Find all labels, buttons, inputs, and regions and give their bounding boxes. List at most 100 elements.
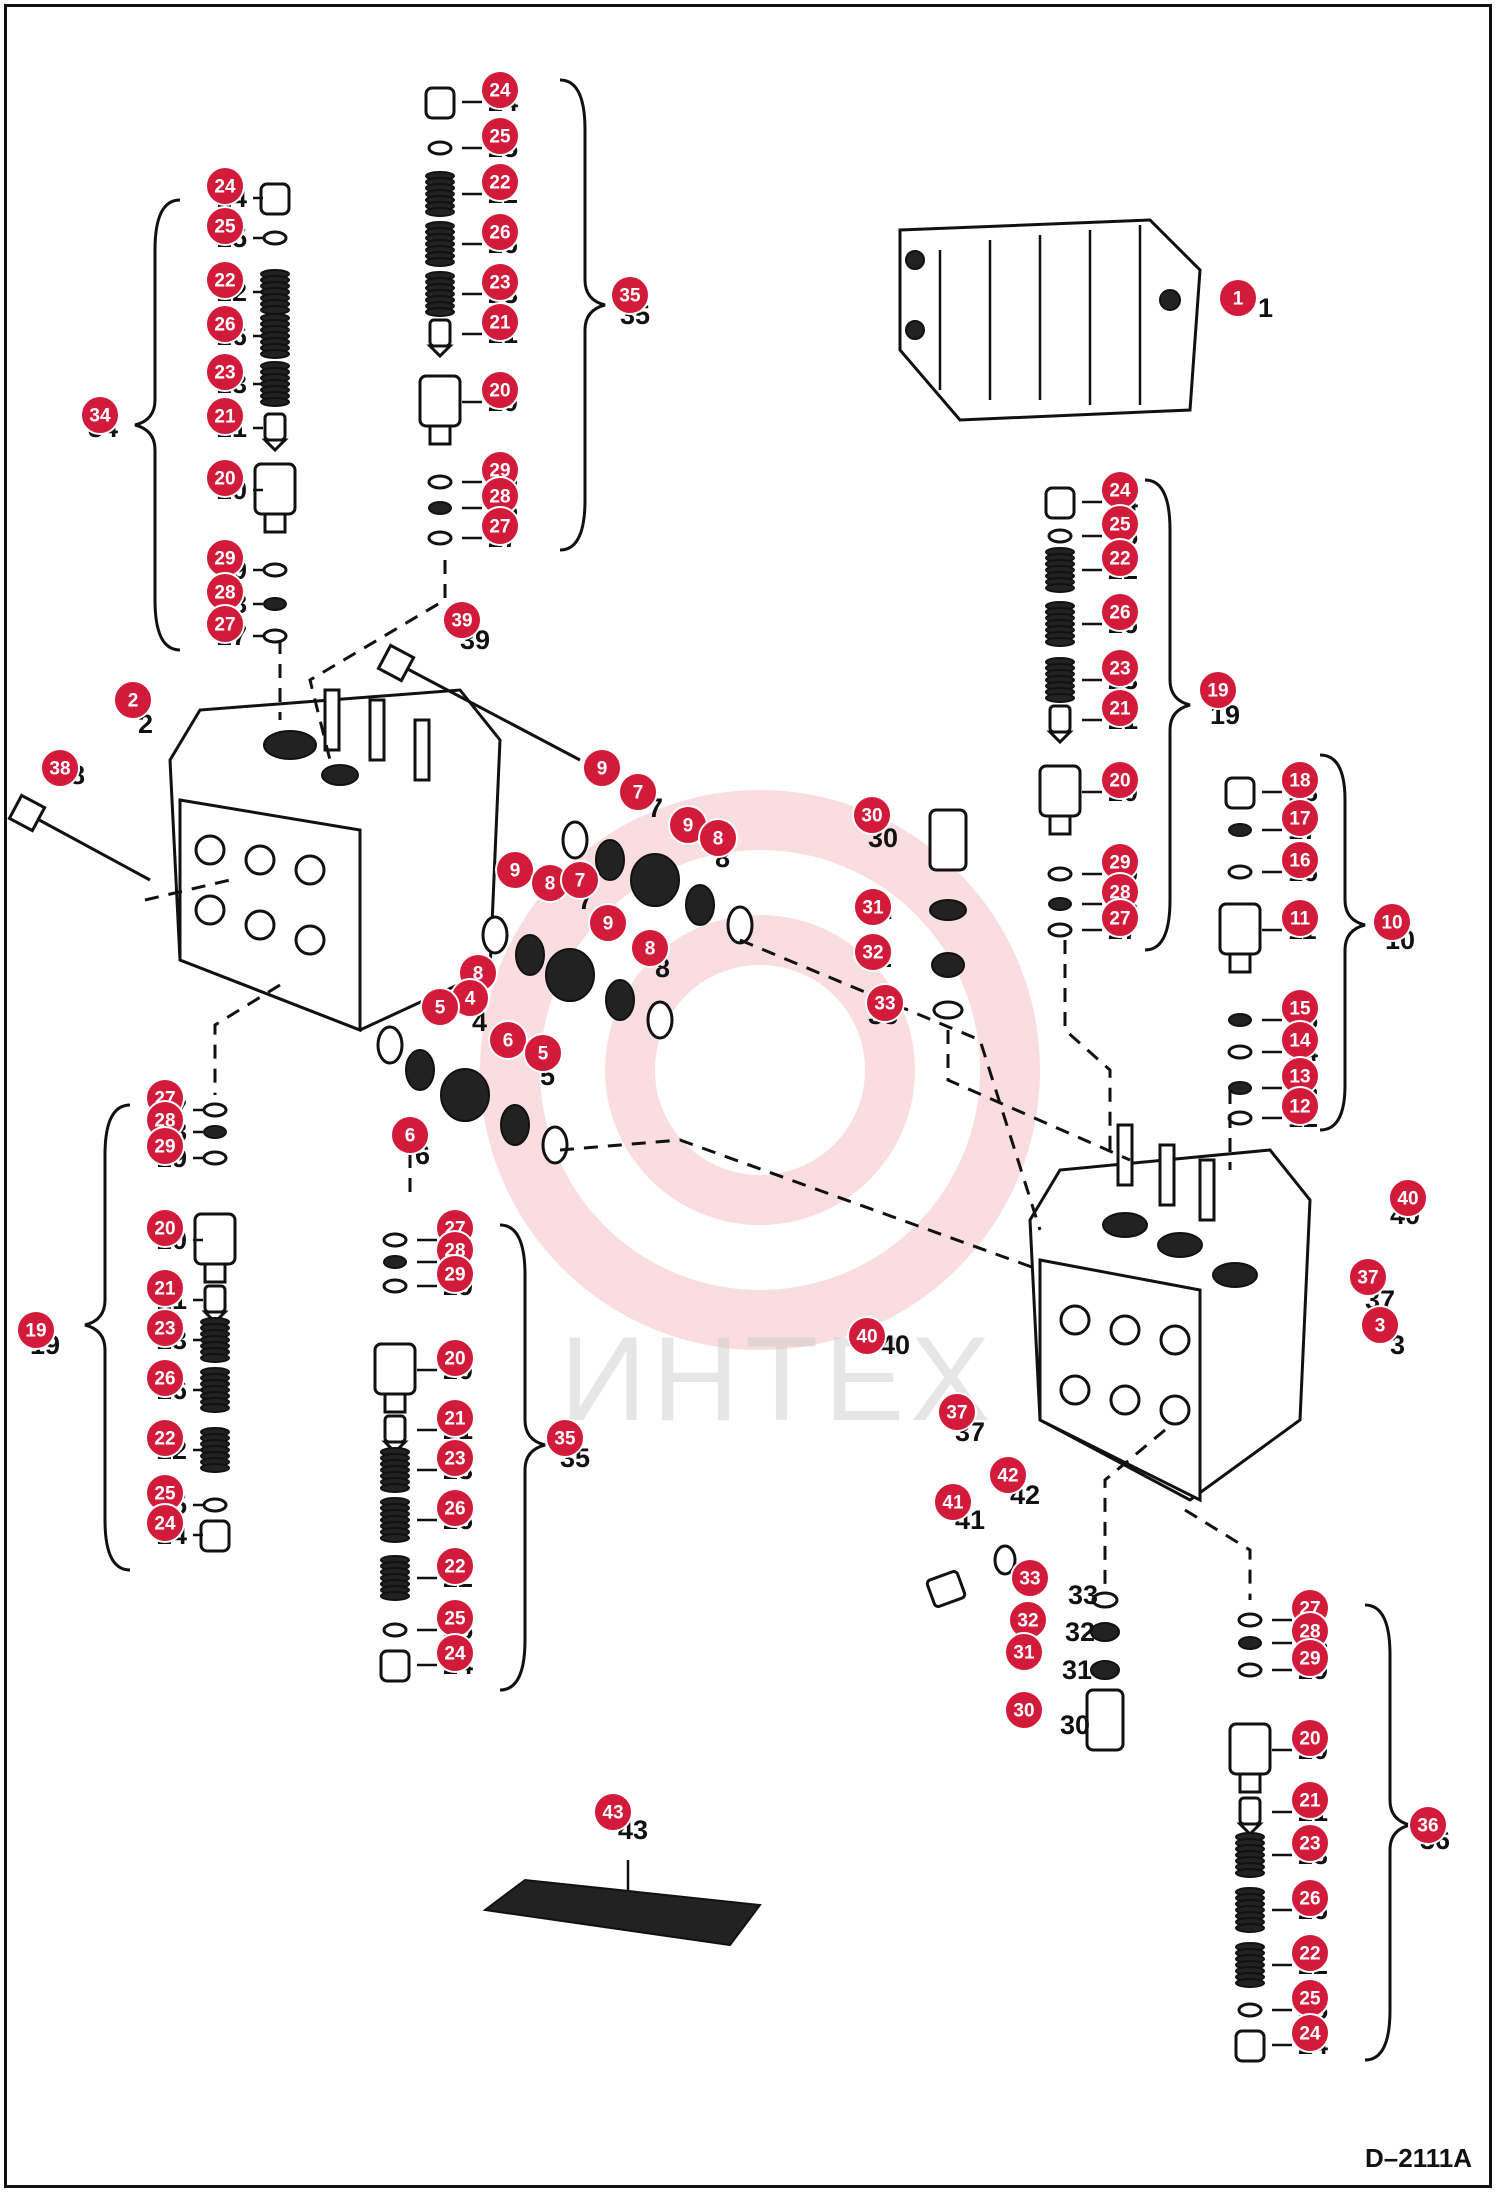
callout-17[interactable]: 17 [1280,798,1320,838]
callout-29[interactable]: 29 [435,1254,475,1294]
callout-36[interactable]: 36 [1408,1805,1448,1845]
svg-text:31: 31 [862,898,884,919]
callout-42[interactable]: 42 [988,1455,1028,1495]
callout-20[interactable]: 20 [435,1338,475,1378]
callout-33[interactable]: 33 [865,983,905,1023]
callout-33[interactable]: 33 [1010,1558,1050,1598]
callout-26[interactable]: 26 [145,1358,185,1398]
callout-37[interactable]: 37 [937,1392,977,1432]
callout-27[interactable]: 27 [1100,898,1140,938]
callout-20[interactable]: 20 [205,458,245,498]
callout-26[interactable]: 26 [1290,1878,1330,1918]
callout-20[interactable]: 20 [480,370,520,410]
callout-30[interactable]: 30 [1004,1690,1044,1730]
callout-10[interactable]: 10 [1372,902,1412,942]
callout-25[interactable]: 25 [435,1598,475,1638]
callout-19[interactable]: 19 [16,1310,56,1350]
callout-23[interactable]: 23 [435,1438,475,1478]
callout-34[interactable]: 34 [80,395,120,435]
callout-21[interactable]: 21 [480,302,520,342]
callout-39[interactable]: 39 [442,600,482,640]
callout-25[interactable]: 25 [205,206,245,246]
callout-21[interactable]: 21 [205,396,245,436]
callout-23[interactable]: 23 [1290,1823,1330,1863]
callout-22[interactable]: 22 [1100,538,1140,578]
callout-8[interactable]: 8 [630,928,670,968]
callout-26[interactable]: 26 [1100,592,1140,632]
callout-23[interactable]: 23 [1100,648,1140,688]
callout-31[interactable]: 31 [1004,1632,1044,1672]
callout-24[interactable]: 24 [480,70,520,110]
callout-26[interactable]: 26 [435,1488,475,1528]
callout-22[interactable]: 22 [480,162,520,202]
callout-5[interactable]: 5 [523,1033,563,1073]
callout-18[interactable]: 18 [1280,760,1320,800]
callout-22[interactable]: 22 [1290,1933,1330,1973]
callout-40[interactable]: 40 [1388,1178,1428,1218]
callout-22[interactable]: 22 [435,1546,475,1586]
callout-13[interactable]: 13 [1280,1056,1320,1096]
callout-3[interactable]: 3 [1360,1305,1400,1345]
callout-32[interactable]: 32 [853,932,893,972]
callout-22[interactable]: 22 [145,1418,185,1458]
callout-7[interactable]: 7 [618,772,658,812]
callout-24[interactable]: 24 [1100,470,1140,510]
callout-6[interactable]: 6 [390,1115,430,1155]
callout-24[interactable]: 24 [1290,2013,1330,2053]
callout-23[interactable]: 23 [205,352,245,392]
callout-8[interactable]: 8 [698,818,738,858]
callout-25[interactable]: 25 [145,1473,185,1513]
callout-14[interactable]: 14 [1280,1020,1320,1060]
callout-25[interactable]: 25 [1290,1978,1330,2018]
callout-25[interactable]: 25 [480,116,520,156]
callout-21[interactable]: 21 [145,1268,185,1308]
callout-1[interactable]: 1 [1218,278,1258,318]
svg-text:21: 21 [444,1409,466,1430]
callout-35[interactable]: 35 [545,1418,585,1458]
callout-20[interactable]: 20 [145,1208,185,1248]
svg-text:5: 5 [538,1044,549,1065]
callout-5[interactable]: 5 [420,987,460,1027]
callout-11[interactable]: 11 [1280,898,1320,938]
callout-19[interactable]: 19 [1198,670,1238,710]
callout-20[interactable]: 20 [1290,1718,1330,1758]
callout-21[interactable]: 21 [435,1398,475,1438]
svg-text:37: 37 [946,1403,967,1424]
callout-31[interactable]: 31 [853,887,893,927]
callout-27[interactable]: 27 [205,604,245,644]
callout-21[interactable]: 21 [1290,1780,1330,1820]
callout-20[interactable]: 20 [1100,760,1140,800]
callout-37[interactable]: 37 [1348,1257,1388,1297]
callout-24[interactable]: 24 [145,1503,185,1543]
callout-16[interactable]: 16 [1280,840,1320,880]
svg-text:29: 29 [154,1137,175,1158]
callout-29[interactable]: 29 [1290,1638,1330,1678]
callout-38[interactable]: 38 [40,748,80,788]
callout-26[interactable]: 26 [480,212,520,252]
callout-7[interactable]: 7 [560,860,600,900]
callout-6[interactable]: 6 [488,1020,528,1060]
callout-9[interactable]: 9 [495,850,535,890]
callout-29[interactable]: 29 [145,1126,185,1166]
callout-23[interactable]: 23 [145,1308,185,1348]
callout-41[interactable]: 41 [933,1482,973,1522]
callout-24[interactable]: 24 [205,166,245,206]
callout-9[interactable]: 9 [588,903,628,943]
callout-27[interactable]: 27 [480,506,520,546]
svg-text:10: 10 [1381,913,1402,934]
callout-40[interactable]: 40 [847,1316,887,1356]
callout-30[interactable]: 30 [852,795,892,835]
callout-24[interactable]: 24 [435,1633,475,1673]
callout-43[interactable]: 43 [593,1792,633,1832]
callout-25[interactable]: 25 [1100,504,1140,544]
svg-text:24: 24 [444,1644,466,1665]
callout-22[interactable]: 22 [205,260,245,300]
callout-29[interactable]: 29 [205,538,245,578]
callout-12[interactable]: 12 [1280,1086,1320,1126]
callout-9[interactable]: 9 [582,748,622,788]
callout-23[interactable]: 23 [480,262,520,302]
callout-21[interactable]: 21 [1100,688,1140,728]
callout-2[interactable]: 2 [113,680,153,720]
callout-26[interactable]: 26 [205,304,245,344]
callout-35[interactable]: 35 [610,275,650,315]
